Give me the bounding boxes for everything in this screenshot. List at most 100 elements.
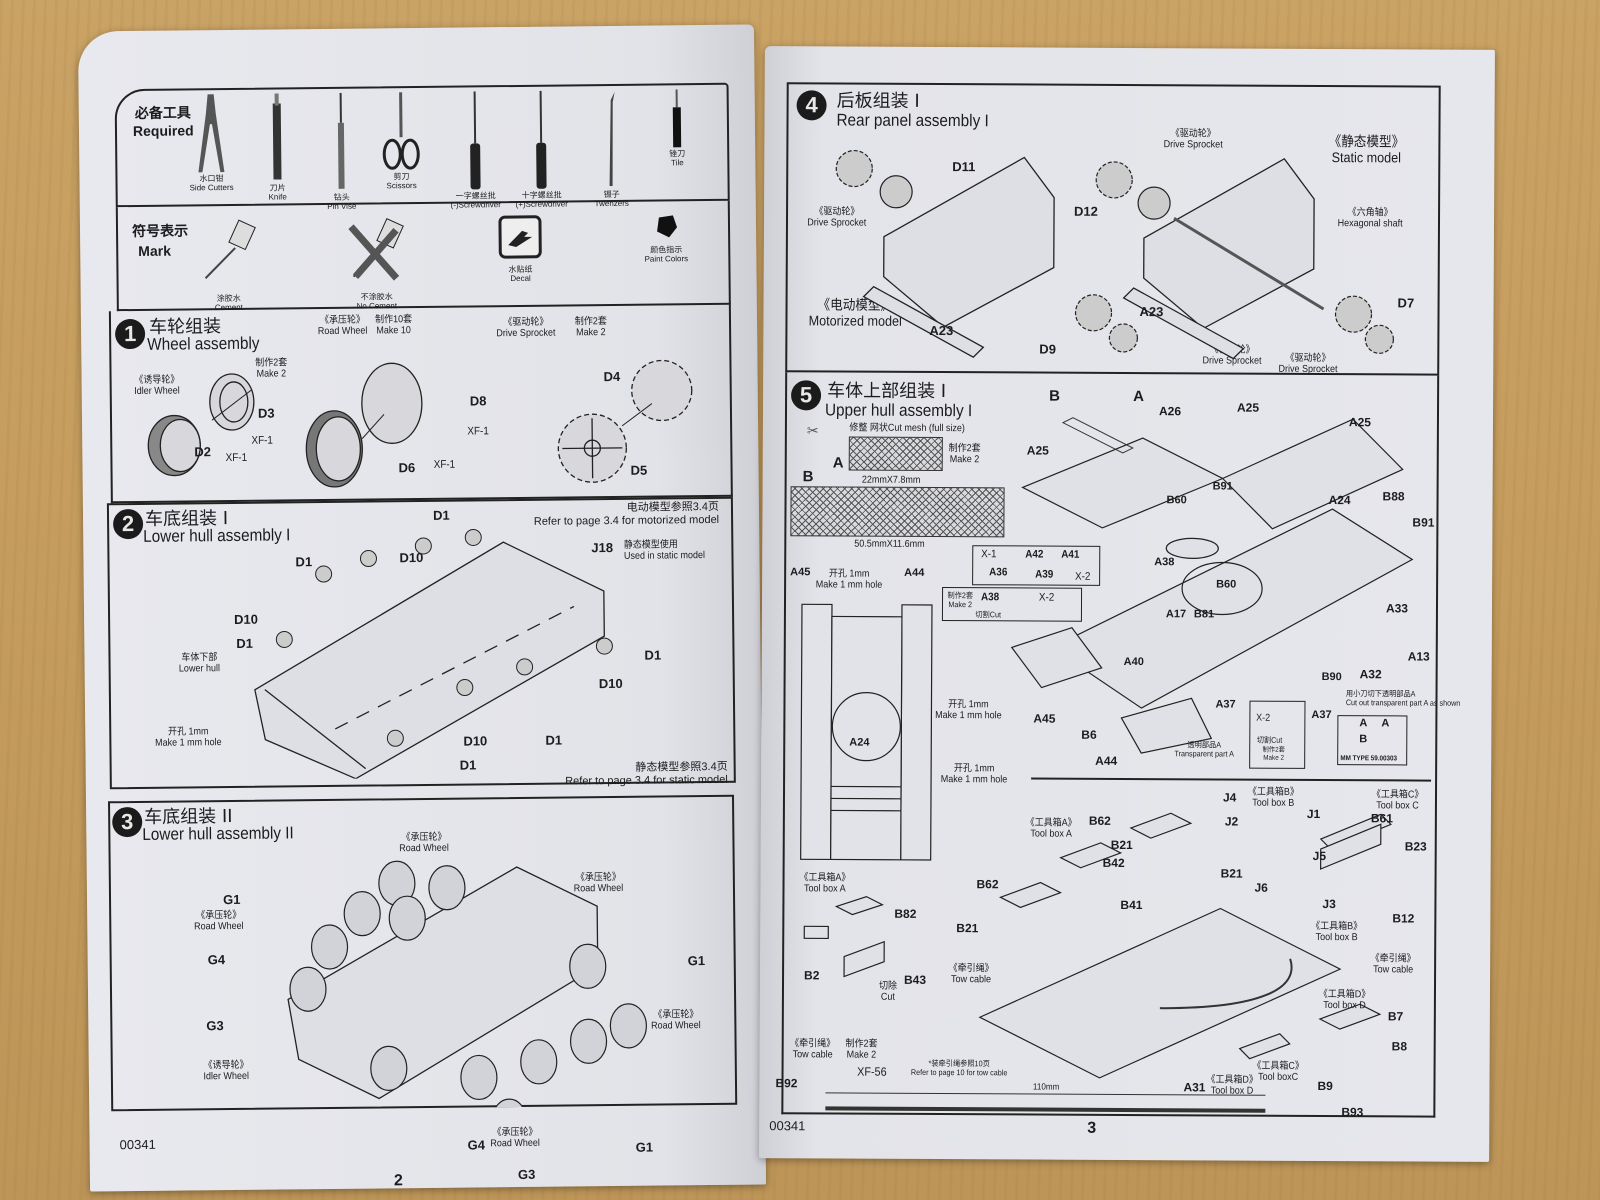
kit-code: 00341 (769, 1118, 806, 1134)
x2-paint: X-2 (1256, 712, 1271, 724)
part-g1-label: G1 (635, 1139, 654, 1155)
part-d1-label: D1 (545, 732, 563, 748)
mark-caption-en: Decal (510, 273, 531, 284)
part-a31-label: A31 (1183, 1080, 1206, 1095)
part-a44-label: A44 (904, 566, 925, 579)
no-cement-icon (336, 216, 417, 287)
part-a45-label: A45 (790, 566, 811, 579)
part-a23-label: A23 (1139, 304, 1164, 320)
tow-cable-name: 《牵引绳》Tow cable (790, 1038, 836, 1061)
mesh-b-label: B (802, 468, 814, 486)
part-d10-label: D10 (598, 675, 623, 692)
part-j4-label: J4 (1222, 790, 1237, 805)
part-b92-label: B92 (775, 1076, 798, 1091)
part-a38-label: A38 (1154, 556, 1175, 569)
step-1-badge: 1 (114, 318, 146, 350)
kit-code: 00341 (119, 1136, 156, 1153)
part-a45-label: A45 (1033, 711, 1056, 726)
part-g3-label: G3 (517, 1166, 536, 1183)
part-b43-label: B43 (903, 972, 927, 987)
part-b21-label: B21 (1220, 866, 1243, 881)
part-b2-label: B2 (804, 968, 820, 983)
drive-sprocket-label: 《驱动轮》Drive Sprocket (496, 316, 556, 340)
part-b9-label: B9 (1317, 1079, 1333, 1094)
scissors-icon: ✂ (806, 422, 819, 439)
part-b90-label: B90 (1321, 671, 1342, 684)
lower-hull-wheels-drawing (287, 860, 647, 1110)
tool-box-a-label: 《工具箱A》Tool box A (799, 872, 851, 895)
part-j6-label: J6 (1254, 880, 1268, 895)
file-icon (637, 89, 718, 150)
part-a25-label: A25 (1348, 415, 1372, 430)
tool-item: 一字螺丝批(-)Screwdriver (435, 91, 516, 210)
part-d1-label: D1 (295, 554, 313, 570)
tow-cable-label: 《牵引绳》Tow cable (948, 963, 994, 986)
road-wheel-callout: 《承压轮》Road Wheel (490, 1126, 540, 1150)
part-a24-label: A24 (849, 736, 870, 749)
idler-wheel-callout: 《诱导轮》Idler Wheel (203, 1059, 250, 1083)
knife-icon (237, 93, 318, 184)
part-b88-label: B88 (1382, 489, 1405, 504)
marks-heading-en: Mark (138, 242, 172, 259)
part-b62-label: B62 (976, 877, 999, 892)
part-b93-label: B93 (1341, 1105, 1364, 1120)
tow-cable-length: 110mm (1032, 1081, 1060, 1092)
part-a23-label: A23 (929, 322, 954, 339)
decal-icon (480, 215, 560, 260)
mm-type-code: MM TYPE 59.00303 (1340, 755, 1398, 763)
tool-item: 十字螺丝批(+)Screwdriver (501, 90, 582, 209)
step-1-title-en: Wheel assembly (147, 333, 260, 354)
tool-box-b-label: 《工具箱B》Tool box B (1311, 920, 1363, 944)
part-b-label: B (1049, 387, 1060, 405)
part-a26-label: A25 (1236, 400, 1260, 415)
part-d10-label: D10 (463, 733, 488, 749)
part-b23-label: B23 (1404, 839, 1427, 854)
part-d8-label: D8 (469, 393, 487, 409)
part-j5-label: J5 (1312, 848, 1327, 864)
tool-box-d-label: 《工具箱D》Tool box D (1318, 989, 1371, 1012)
paint-xf1-d6: XF-1 (433, 458, 456, 471)
part-b42-label: B42 (1102, 855, 1125, 870)
part-d1-label: D1 (459, 757, 477, 773)
part-d11-label: D11 (952, 159, 976, 175)
x2-cut: 切割Cut (1256, 735, 1283, 745)
tow-cable-label: 《牵引绳》Tow cable (1370, 953, 1416, 976)
part-d5-label: D5 (630, 462, 648, 478)
tool-box-c-label: 《工具箱C》Tool box C (1371, 789, 1424, 812)
part-d1-label: D1 (236, 635, 254, 651)
mark-caption-en: Paint Colors (644, 254, 689, 264)
tool-box-c-label: 《工具箱C》Tool boxC (1252, 1060, 1304, 1083)
part-a33-label: A33 (1385, 601, 1409, 616)
part-b21-label: B21 (1110, 837, 1133, 853)
mesh-a-pattern (848, 436, 943, 472)
step-4-title-en: Rear panel assembly I (836, 110, 989, 131)
pin-vise-icon (301, 92, 382, 193)
part-a32-label: A32 (1359, 667, 1382, 682)
part-b7-label: B7 (1387, 1009, 1404, 1024)
mm-letter: A (1359, 717, 1368, 730)
paint-colors-icon (626, 213, 706, 240)
part-b6-label: B6 (1081, 727, 1097, 742)
part-b60-label: B60 (1216, 578, 1237, 591)
step-5-title-en: Upper hull assembly I (824, 400, 973, 421)
road-wheel-callout: 《承压轮》Road Wheel (194, 909, 244, 933)
mm-letter: B (1359, 733, 1368, 746)
